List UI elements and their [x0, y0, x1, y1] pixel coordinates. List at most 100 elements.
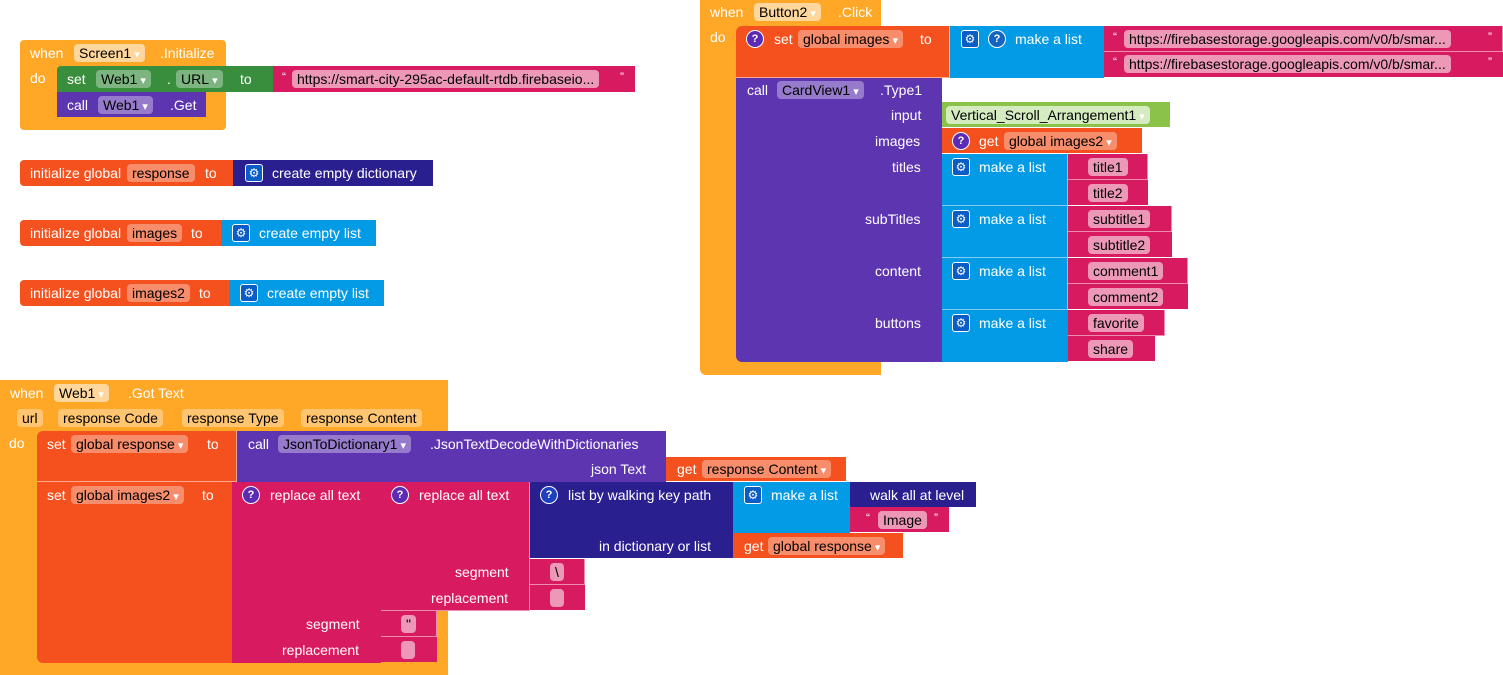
quote-close: ” — [1488, 30, 1492, 44]
do-label: do — [710, 29, 726, 45]
init-global-images-block[interactable] — [20, 220, 221, 246]
variable-dropdown[interactable]: global images2 — [1004, 132, 1117, 150]
component-dropdown[interactable]: Button2 — [754, 3, 821, 21]
help-icon[interactable]: ? — [952, 132, 970, 150]
replace-all-label: replace all text — [270, 487, 361, 503]
help-icon[interactable]: ? — [391, 486, 409, 504]
gear-icon[interactable]: ⚙ — [952, 210, 970, 228]
url-string[interactable]: https://firebasestorage.googleapis.com/v… — [1124, 55, 1451, 73]
set-component-dropdown[interactable]: Web1 — [96, 70, 151, 88]
to-label: to — [191, 225, 203, 241]
to-label: to — [202, 487, 214, 503]
gear-icon[interactable]: ⚙ — [952, 158, 970, 176]
content-string[interactable]: comment1 — [1088, 262, 1164, 280]
to-label: to — [240, 71, 252, 87]
arrangement-dropdown[interactable]: Vertical_Scroll_Arrangement1 — [946, 106, 1150, 124]
gear-icon[interactable]: ⚙ — [245, 164, 263, 182]
to-label: to — [205, 165, 217, 181]
call-component-dropdown[interactable]: JsonToDictionary1 — [278, 435, 411, 453]
value-label: create empty list — [259, 225, 361, 241]
replace-all-text-block[interactable] — [381, 482, 530, 611]
make-list-label: make a list — [979, 263, 1046, 279]
subtitle-string[interactable]: subtitle1 — [1088, 210, 1151, 228]
global-name-field[interactable]: response — [127, 164, 195, 182]
get-label: get — [979, 133, 999, 149]
image-string[interactable]: Image — [878, 511, 927, 529]
init-global-response-block[interactable] — [20, 160, 233, 186]
set-global-images2-block[interactable] — [37, 482, 232, 663]
global-name-field[interactable]: images2 — [127, 284, 190, 302]
method-label: .Get — [170, 97, 197, 113]
title-string[interactable]: title2 — [1088, 184, 1128, 202]
gear-icon[interactable]: ⚙ — [961, 30, 979, 48]
to-label: to — [199, 285, 211, 301]
help-icon[interactable]: ? — [746, 30, 764, 48]
param-response-type[interactable]: response Type — [182, 409, 284, 427]
replacement-string[interactable] — [401, 641, 415, 659]
make-list-label: make a list — [979, 315, 1046, 331]
when-label: when — [710, 4, 744, 20]
gear-icon[interactable]: ⚙ — [952, 262, 970, 280]
replace-all-text-block[interactable] — [232, 482, 381, 663]
title-string[interactable]: title1 — [1088, 158, 1128, 176]
segment-string[interactable]: \ — [550, 563, 564, 581]
content-string[interactable]: comment2 — [1088, 288, 1164, 306]
walk-all-at-level-block[interactable] — [850, 482, 976, 507]
param-response-content[interactable]: response Content — [301, 409, 422, 427]
variable-dropdown[interactable]: global response — [768, 537, 886, 555]
component-dropdown[interactable]: Screen1 — [74, 44, 145, 62]
variable-dropdown[interactable]: response Content — [702, 460, 832, 478]
list-by-walking-key-path-block[interactable] — [530, 482, 733, 558]
variable-dropdown[interactable]: global images2 — [71, 486, 184, 504]
variable-dropdown[interactable]: global images — [798, 30, 903, 48]
set-label: set — [67, 71, 86, 87]
call-label: call — [747, 82, 769, 98]
gear-icon[interactable]: ⚙ — [232, 224, 250, 242]
param-url[interactable]: url — [17, 409, 43, 427]
gear-icon[interactable]: ⚙ — [240, 284, 258, 302]
subtitle-string[interactable]: subtitle2 — [1088, 236, 1151, 254]
variable-dropdown[interactable]: global response — [71, 435, 189, 453]
gear-icon[interactable]: ⚙ — [744, 486, 762, 504]
url-value[interactable]: https://smart-city-295ac-default-rtdb.fi… — [292, 70, 600, 88]
button-string[interactable]: favorite — [1088, 314, 1144, 332]
segment-string[interactable]: " — [401, 615, 416, 633]
component-dropdown[interactable]: Web1 — [54, 384, 109, 402]
url-string[interactable]: https://firebasestorage.googleapis.com/v… — [1124, 30, 1451, 48]
gear-icon[interactable]: ⚙ — [952, 314, 970, 332]
global-name-field[interactable]: images — [127, 224, 183, 242]
call-component-dropdown[interactable]: Web1 — [98, 96, 153, 114]
call-label: call — [248, 436, 270, 452]
event-label: .Got Text — [128, 385, 184, 401]
replacement-string[interactable] — [550, 589, 564, 607]
json-text-label: json Text — [591, 461, 646, 477]
quote-open: “ — [1113, 30, 1117, 44]
make-list-label: make a list — [771, 487, 838, 503]
set-web1-url-block[interactable] — [57, 66, 273, 92]
param-response-code[interactable]: response Code — [58, 409, 163, 427]
init-label: initialize global — [30, 165, 122, 181]
button-string[interactable]: share — [1088, 340, 1134, 358]
make-list-label: make a list — [979, 211, 1046, 227]
segment-label: segment — [306, 616, 360, 632]
set-global-images-block[interactable] — [736, 26, 950, 78]
input-label: input — [891, 107, 922, 123]
get-label: get — [744, 538, 764, 554]
set-label: set — [47, 487, 66, 503]
event-label: .Click — [838, 4, 873, 20]
quote-open: “ — [1113, 55, 1117, 69]
event-label: .Initialize — [160, 45, 215, 61]
help-icon[interactable]: ? — [540, 486, 558, 504]
call-cardview-type1-block[interactable] — [736, 78, 942, 362]
property-dropdown[interactable]: URL — [176, 70, 223, 88]
create-empty-dictionary-block[interactable] — [233, 160, 433, 186]
quote-open: “ — [866, 511, 870, 525]
titles-label: titles — [892, 159, 921, 175]
help-icon[interactable]: ? — [988, 30, 1006, 48]
help-icon[interactable]: ? — [242, 486, 260, 504]
call-component-dropdown[interactable]: CardView1 — [777, 81, 864, 99]
make-list-label: make a list — [979, 159, 1046, 175]
content-label: content — [875, 263, 921, 279]
set-label: set — [47, 436, 66, 452]
init-global-images2-block[interactable] — [20, 280, 229, 306]
